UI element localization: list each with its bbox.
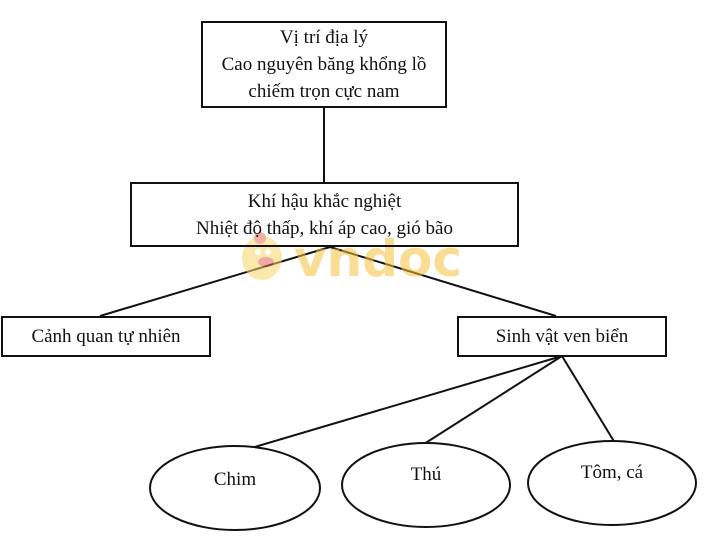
top-box-line-3: chiếm trọn cực nam [248,81,400,102]
vndoc-watermark-logo: vndoc [242,230,460,286]
connector-right-to-chim [247,355,563,450]
watermark-text: vndoc [294,230,460,286]
left-box-label: Cảnh quan tự nhiên [31,326,181,347]
right-box-coastal-organisms: Sinh vật ven biển [457,316,667,357]
ellipse-label-tom-ca: Tôm, cá [580,462,644,483]
middle-box-line-1: Khí hậu khắc nghiệt [247,190,402,212]
top-box-location: Vị trí địa lý Cao nguyên băng khổng lồ c… [201,21,447,108]
chick-mascot-icon [242,232,282,280]
top-box-line-2: Cao nguyên băng khổng lồ [221,54,427,75]
ellipse-label-chim: Chim [213,469,257,490]
right-box-label: Sinh vật ven biển [495,326,629,347]
ellipse-tom-ca [527,440,697,526]
ellipse-thu [341,442,511,528]
left-box-natural-landscape: Cảnh quan tự nhiên [1,316,211,357]
top-box-line-1: Vị trí địa lý [279,27,369,48]
connector-right-to-tom-ca [561,355,616,444]
connector-middle-to-left [99,246,331,317]
ellipse-label-thu: Thú [410,464,442,485]
ellipse-chim [149,445,321,531]
middle-box-climate: Khí hậu khắc nghiệt Nhiệt độ thấp, khí á… [130,182,519,247]
connector-middle-to-right [329,246,557,317]
middle-box-line-2: Nhiệt độ thấp, khí áp cao, gió bão [196,217,453,239]
connector-right-to-thu [423,355,563,445]
